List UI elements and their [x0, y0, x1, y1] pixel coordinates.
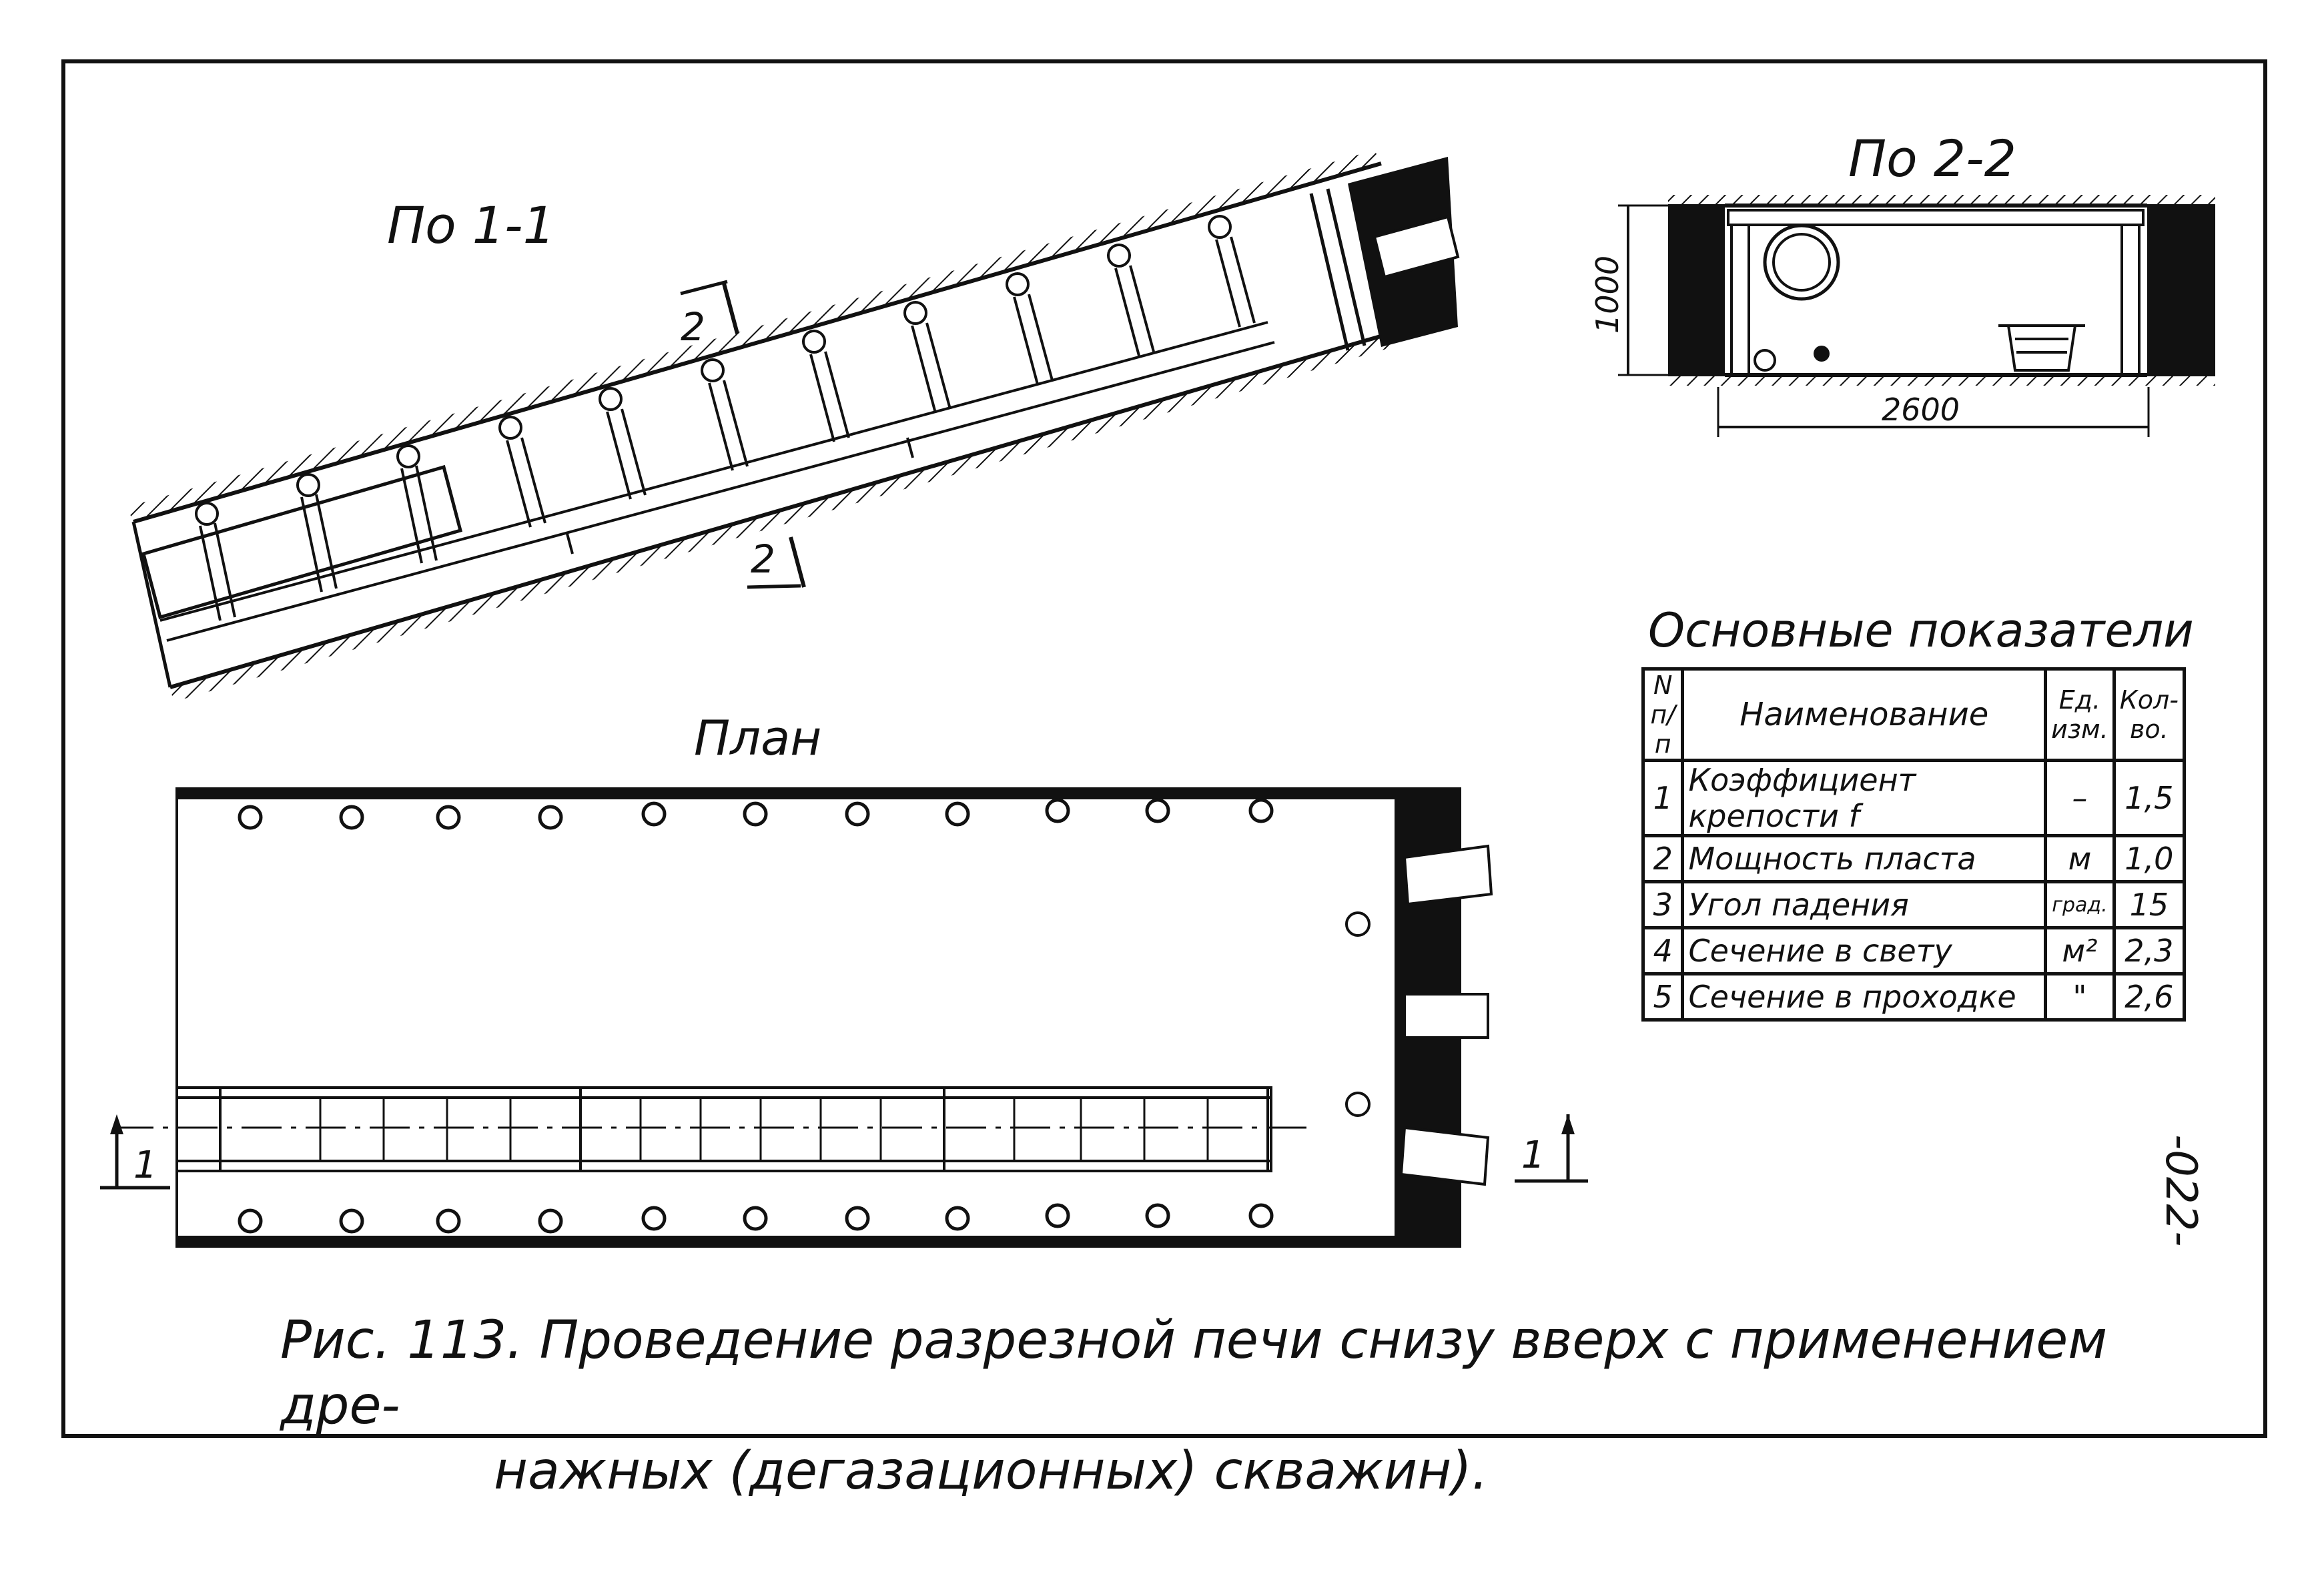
plan-prop [641, 1206, 667, 1231]
row-num: 4 [1641, 926, 1685, 975]
section-1-1-prop [195, 502, 236, 621]
row-name: Угол падения [1681, 880, 2048, 929]
section-1-1-prop [701, 358, 749, 471]
table-row: 5 Сечение в проходке " 2,6 [1641, 972, 2187, 1022]
table-row: 2 Мощность пласта м 1,0 [1641, 834, 2187, 883]
row-unit: – [2044, 759, 2116, 837]
plan-borehole-pipe [1403, 993, 1489, 1039]
parameters-table-header: N п/п Наименование Ед. изм. Кол-во. [1641, 667, 2187, 762]
plan-prop [743, 801, 768, 827]
plan-borehole-pipe [1403, 844, 1493, 906]
figure-caption-line-1: Рис. 113. Проведение разрезной печи сниз… [280, 1310, 2108, 1436]
row-unit: м [2044, 834, 2116, 883]
header-num: N п/п [1641, 667, 1685, 762]
plan-conveyor [113, 1086, 1308, 1172]
section-2-2-title: По 2-2 [1848, 129, 2016, 188]
section-2-2-conveyor [1998, 324, 2085, 372]
plan-title: План [694, 710, 822, 766]
section-1-1-prop [903, 301, 951, 414]
plan-prop [1045, 798, 1070, 823]
row-qty: 2,3 [2112, 926, 2187, 975]
row-name: Мощность пласта [1681, 834, 2048, 883]
table-row: 4 Сечение в свету м² 2,3 [1641, 926, 2187, 975]
row-num: 5 [1641, 972, 1685, 1022]
plan-prop [436, 1208, 461, 1234]
header-qty: Кол-во. [2112, 667, 2187, 762]
section-1-1-floor-hatch [170, 330, 1405, 702]
section-1-1-borehole-pipe [1373, 215, 1460, 279]
section-1-1-drawing: 2 2 [127, 150, 1460, 702]
row-num: 2 [1641, 834, 1685, 883]
parameters-table-title: Основные показатели [1648, 603, 2194, 658]
section-2-2-right-rock [2147, 204, 2215, 376]
section-1-1-prop [1208, 215, 1256, 328]
section-2-2-width-dimension: 2600 [1882, 392, 1960, 428]
sheet-frame [61, 59, 2267, 1438]
row-num: 1 [1641, 759, 1685, 837]
section-1-1-cut-2-top-label: 2 [681, 304, 705, 350]
plan-drawing: 1 1 [100, 787, 1588, 1248]
section-1-1-prop [396, 444, 438, 564]
plan-prop [436, 805, 461, 830]
row-unit: " [2044, 972, 2116, 1022]
section-2-2-height-dimension: 1000 [1589, 256, 1625, 334]
section-1-1-prop [1107, 244, 1155, 356]
page-number: -022- [2156, 1134, 2205, 1247]
plan-prop [743, 1206, 768, 1231]
plan-prop [1248, 1203, 1274, 1228]
plan-prop [945, 1206, 970, 1231]
section-1-1-prop [802, 330, 850, 442]
row-unit: град. [2044, 880, 2116, 929]
row-qty: 15 [2112, 880, 2187, 929]
section-2-2-left-rock [1668, 204, 1725, 376]
plan-prop [1248, 798, 1274, 823]
row-name: Сечение в проходке [1681, 972, 2048, 1022]
row-qty: 2,6 [2112, 972, 2187, 1022]
plan-prop [1145, 798, 1170, 823]
plan-prop [538, 1208, 563, 1234]
plan-borehole-pipe [1399, 1126, 1490, 1186]
plan-prop [339, 1208, 364, 1234]
plan-prop [845, 1206, 870, 1231]
section-1-1-prop [498, 416, 546, 528]
table-row: 1 Коэффициент крепости f – 1,5 [1641, 759, 2187, 837]
figure-caption-line-2: нажных (дегазационных) скважин). [494, 1441, 1489, 1501]
section-1-1-title: По 1-1 [387, 195, 555, 255]
plan-borehole-mouth [1345, 911, 1371, 937]
section-2-2-roof-hatch [1668, 195, 2215, 206]
plan-prop [238, 805, 263, 830]
plan-prop [945, 801, 970, 827]
row-qty: 1,0 [2112, 834, 2187, 883]
parameters-table: N п/п Наименование Ед. изм. Кол-во. 1 Ко… [1641, 667, 2187, 1022]
row-num: 3 [1641, 880, 1685, 929]
plan-prop [641, 801, 667, 827]
row-name: Коэффициент крепости f [1681, 759, 2048, 837]
table-row: 3 Угол падения град. 15 [1641, 880, 2187, 929]
section-1-1-prop [296, 473, 338, 593]
plan-prop [845, 801, 870, 827]
plan-prop [538, 805, 563, 830]
section-1-1-prop [599, 387, 647, 500]
figure-caption: Рис. 113. Проведение разрезной печи сниз… [280, 1308, 2149, 1504]
plan-cut-1-left-label: 1 [133, 1144, 157, 1187]
plan-prop [339, 805, 364, 830]
header-name: Наименование [1681, 667, 2048, 762]
section-1-1-cut-2-bottom-label: 2 [751, 536, 775, 582]
plan-prop [238, 1208, 263, 1234]
section-1-1-roof-hatch [127, 150, 1381, 522]
section-2-2-drawing: 1000 2600 [1589, 195, 2215, 437]
section-2-2-vent-pipe [1763, 224, 1840, 301]
plan-cut-1-right-label: 1 [1521, 1134, 1545, 1177]
row-name: Сечение в свету [1681, 926, 2048, 975]
header-unit: Ед. изм. [2044, 667, 2116, 762]
section-2-2-borehole [1754, 349, 1776, 372]
section-2-2-floor-hatch [1668, 375, 2215, 386]
section-1-1-prop [1006, 272, 1054, 385]
plan-borehole-mouth [1345, 1092, 1371, 1117]
plan-prop [1045, 1203, 1070, 1228]
plan-prop [1145, 1203, 1170, 1228]
row-qty: 1,5 [2112, 759, 2187, 837]
row-unit: м² [2044, 926, 2116, 975]
